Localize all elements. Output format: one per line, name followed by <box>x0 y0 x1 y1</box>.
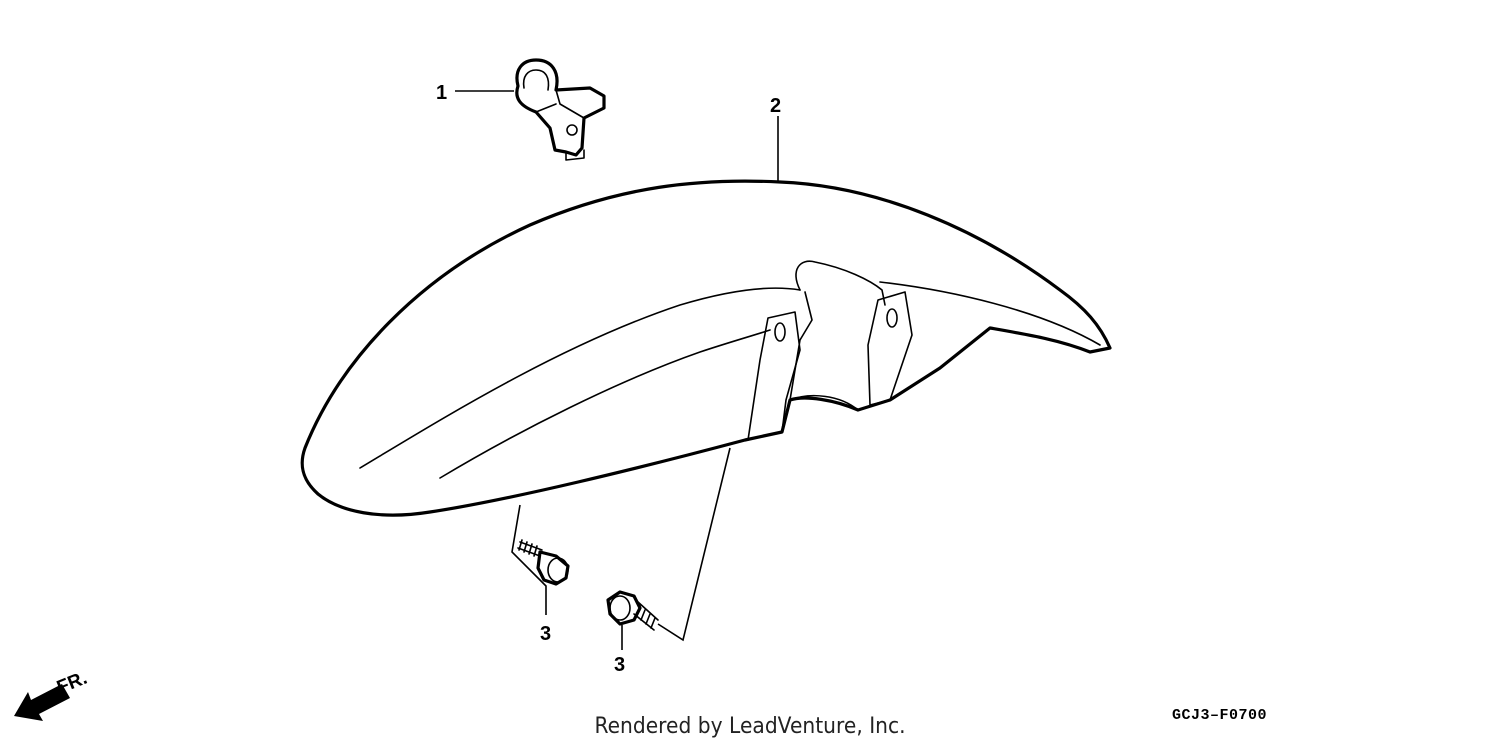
front-arrow-icon <box>14 684 70 721</box>
fender-body <box>300 179 1112 517</box>
bolt-left[interactable] <box>517 539 570 586</box>
bolt-left-flange <box>547 557 569 583</box>
leader-line-3-right <box>657 447 731 642</box>
bolt-right[interactable] <box>606 590 659 631</box>
callout-3-right: 3 <box>614 654 625 676</box>
leader-line-3-left <box>511 504 547 615</box>
callout-1: 1 <box>436 82 447 104</box>
fender-left-bracket <box>747 311 801 441</box>
left-mount-hole <box>774 322 786 342</box>
clip-loop-inner <box>522 69 550 91</box>
footer-credit: Rendered by LeadVenture, Inc. <box>594 714 906 739</box>
callout-3-left: 3 <box>540 623 551 645</box>
front-direction-indicator: FR. <box>14 668 90 721</box>
right-mount-hole <box>886 308 898 328</box>
bolt-left-threads <box>518 539 538 557</box>
callout-2: 2 <box>770 95 781 117</box>
clip-edge <box>535 89 585 119</box>
front-direction-label: FR. <box>54 668 90 699</box>
clip-body <box>515 58 606 157</box>
clip-hole <box>566 124 578 136</box>
fender-side-rib <box>879 281 1101 346</box>
clip-tab <box>565 149 585 161</box>
front-fender[interactable] <box>300 179 1112 517</box>
cable-clip[interactable] <box>515 58 606 161</box>
fender-arch <box>789 394 859 411</box>
fender-fork-notch <box>795 260 886 306</box>
fender-right-bracket <box>867 291 913 406</box>
bolt-right-threads <box>635 605 656 629</box>
diagram-code: GCJ3–F0700 <box>1172 707 1268 724</box>
fender-inner-edge <box>359 287 801 469</box>
fender-inner-edge-2 <box>439 329 771 479</box>
bolt-right-flange <box>609 595 631 621</box>
